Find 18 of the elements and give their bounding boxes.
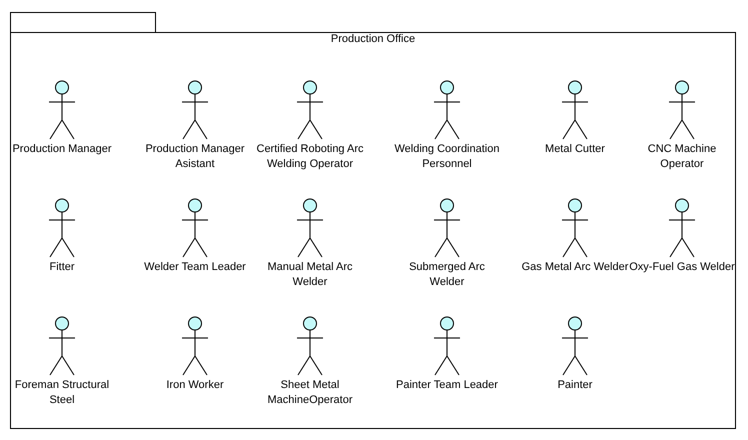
actor-label: Metal Cutter — [544, 142, 606, 157]
actor-label: Production Manager — [11, 142, 113, 157]
actor-label: Iron Worker — [165, 378, 225, 393]
actor-label: Certified Roboting Arc Welding Operator — [256, 142, 364, 172]
actor-label: Gas Metal Arc Welder — [520, 260, 630, 275]
actor-label: Production Manager Asistant — [144, 142, 246, 172]
actor-label: Welder Team Leader — [143, 260, 247, 275]
actor-label: Manual Metal Arc Welder — [266, 260, 354, 290]
actor-label: Fitter — [48, 260, 76, 275]
actor-label: Foreman Structural Steel — [14, 378, 110, 408]
actor-label: Submerged Arc Welder — [408, 260, 486, 290]
actor-label: Oxy-Fuel Gas Welder — [628, 260, 736, 275]
actor-label: Painter Team Leader — [395, 378, 499, 393]
actor-label: Sheet Metal MachineOperator — [266, 378, 354, 408]
actor-label: Welding Coordination Personnel — [394, 142, 500, 172]
package-title: Production Office — [330, 33, 416, 46]
actor-label: CNC Machine Operator — [646, 142, 718, 172]
actor-label: Painter — [556, 378, 594, 393]
